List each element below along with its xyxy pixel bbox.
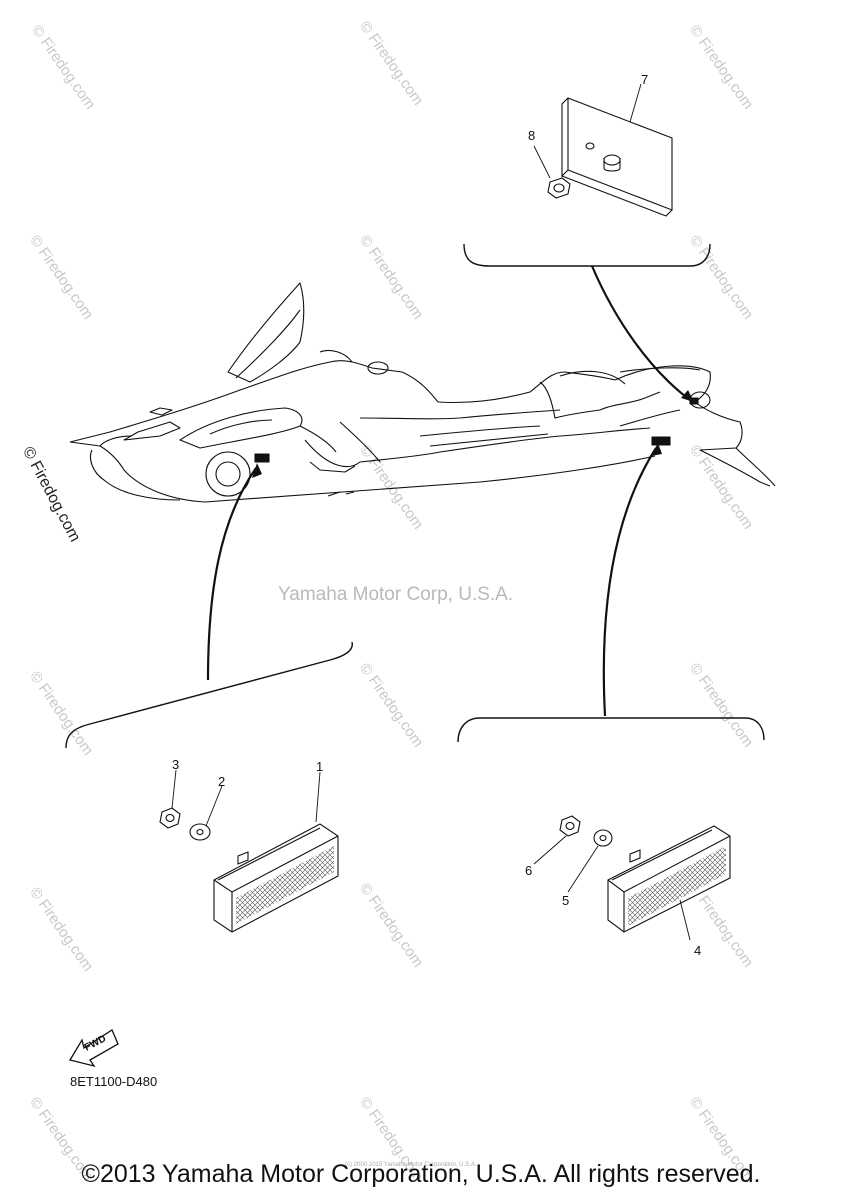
part-8-nut (547, 177, 571, 199)
tiny-copyright: (c) 2000-2015 Yamaha Motor Corporation, … (345, 1162, 477, 1168)
callout-2: 2 (218, 774, 226, 789)
leader-line-side (602, 447, 657, 717)
inset-frames (65, 243, 765, 749)
callout-5: 5 (562, 893, 570, 908)
callout-6: 6 (525, 863, 533, 878)
inset-frame-right (457, 717, 765, 743)
callout-1: 1 (316, 759, 324, 774)
fwd-arrow-icon (68, 1029, 119, 1068)
leader-arrowheads (252, 390, 694, 478)
leader-line-front (206, 467, 257, 681)
part-5-washer (593, 829, 613, 847)
part-6-nut (559, 815, 581, 837)
part-1-reflector (213, 823, 339, 933)
part-3-nut (159, 807, 181, 829)
leader-lines (206, 265, 691, 717)
copyright-notice: ©2013 Yamaha Motor Corporation, U.S.A. A… (81, 1160, 761, 1188)
callout-4: 4 (694, 943, 702, 958)
diagram-code: 8ET1100-D480 (70, 1074, 158, 1089)
leader-line-rear (590, 265, 691, 401)
center-watermark: Yamaha Motor Corp, U.S.A. (278, 584, 514, 605)
callout-7: 7 (641, 72, 649, 87)
inset-frame-top (463, 243, 711, 267)
snowmobile-illustration (69, 282, 776, 503)
part-4-reflector (607, 825, 731, 933)
part-7-reflector (561, 97, 673, 217)
part-2-washer (189, 823, 211, 841)
inset-frame-left (65, 641, 353, 749)
callout-8: 8 (528, 128, 536, 143)
callout-3: 3 (172, 757, 180, 772)
